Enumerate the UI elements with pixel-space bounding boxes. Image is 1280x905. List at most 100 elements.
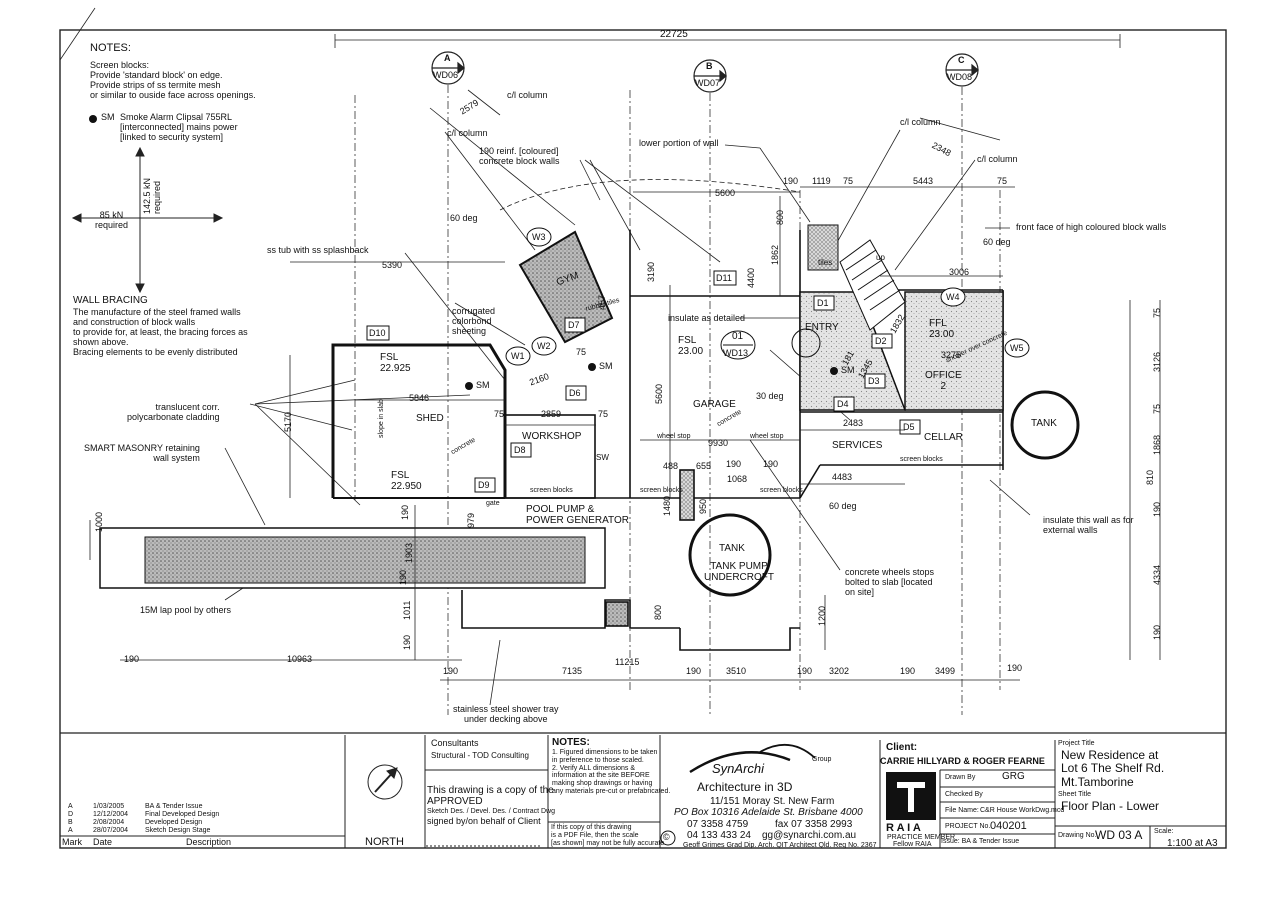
client-label: Client: <box>886 742 918 753</box>
raia-small: PRACTICE MEMBER <box>887 834 956 841</box>
label-wheel-stop-2: wheel stop <box>750 433 784 440</box>
label-translucent: translucent corr. polycarbonate cladding <box>127 402 220 423</box>
label-screen-blocks-2: screen blocks <box>640 487 683 494</box>
overall-dimension <box>334 34 1121 48</box>
firm-tagline: Architecture in 3D <box>697 780 793 794</box>
dim-1119: 1119 <box>812 176 831 186</box>
rev-mark-1: A <box>68 803 73 810</box>
dim-3190: 3190 <box>646 261 656 282</box>
stair <box>807 224 906 331</box>
pdf-scale-note: If this copy of this drawing is a PDF Fi… <box>551 824 665 847</box>
tag-d4: D4 <box>837 399 849 409</box>
title-block-grid <box>60 735 1226 848</box>
section-c-ref: WD08 <box>947 72 973 82</box>
dim-1868: 1868 <box>1152 434 1162 455</box>
sheet-border <box>59 7 1227 849</box>
room-cellar: CELLAR <box>924 432 963 443</box>
client-name: CARRIE HILLYARD & ROGER FEARNE <box>880 756 1045 766</box>
rev-desc-2: Final Developed Design <box>145 811 220 818</box>
rev-header-mark: Mark <box>62 837 82 847</box>
dim-488: 488 <box>663 461 679 471</box>
angle-60-b: 60 deg <box>983 237 1011 247</box>
copyright-circle <box>660 830 676 846</box>
north-arrow-graphic <box>367 764 403 800</box>
dim-1011: 1011 <box>402 600 412 620</box>
sheet-title-label: Sheet Title <box>1058 791 1092 798</box>
dim-190-k: 190 <box>686 666 702 676</box>
signed-by: signed by/on behalf of Client <box>427 816 541 826</box>
dim-190-l: 190 <box>797 666 813 676</box>
label-tank-2: TANK <box>1031 418 1057 429</box>
approved-copy: This drawing is a copy of the APPROVED <box>427 785 554 808</box>
dim-190-m: 190 <box>900 666 916 676</box>
section-c-letter: C <box>958 55 965 65</box>
angle-60-c: 60 deg <box>829 501 857 511</box>
label-screen-blocks-1: screen blocks <box>530 487 573 494</box>
dim-190-a: 190 <box>783 176 799 186</box>
dim-190-b: 190 <box>726 459 742 469</box>
dim-7135: 7135 <box>562 666 583 676</box>
dim-3499: 3499 <box>935 666 956 676</box>
dim-810: 810 <box>1145 469 1155 485</box>
dim-5846: 5846 <box>409 393 430 403</box>
dim-1480: 1480 <box>662 495 672 516</box>
level-ffl: FFL 23.00 <box>929 318 955 341</box>
drawn-by-value: GRG <box>1002 771 1025 782</box>
label-lower-portion: lower portion of wall <box>639 138 719 148</box>
tag-d10: D10 <box>369 328 386 338</box>
firm-mobile: 04 133 433 24 <box>687 830 751 841</box>
dimension-lines <box>89 186 1161 681</box>
project-title: New Residence at Lot 6 The Shelf Rd. Mt.… <box>1061 748 1165 789</box>
angle-30: 30 deg <box>756 391 784 401</box>
tag-w2: W2 <box>537 341 551 351</box>
level-fsl-2: FSL 22.950 <box>391 470 422 493</box>
scale-label: Scale: <box>1154 828 1174 835</box>
project-no-value: 040201 <box>990 820 1027 832</box>
label-smart-masonry: SMART MASONRY retaining wall system <box>84 443 200 464</box>
file-name-value: C&R House WorkDwg.mcd <box>980 807 1065 814</box>
dim-3202: 3202 <box>829 666 850 676</box>
issue-value: Issue: BA & Tender Issue <box>941 838 1020 845</box>
copyright-symbol: © <box>663 832 670 842</box>
north-label: NORTH <box>365 836 404 848</box>
room-entry: ENTRY <box>805 322 839 333</box>
dim-75-a: 75 <box>843 176 854 186</box>
rev-header-date: Date <box>93 837 113 847</box>
dim-800-b: 800 <box>653 604 663 620</box>
dim-3510: 3510 <box>726 666 747 676</box>
project-title-label: Project Title <box>1058 740 1095 747</box>
undercroft-walls <box>461 469 800 651</box>
label-c-column-c2: c/l column <box>977 154 1018 164</box>
checked-by-label: Checked By <box>945 791 983 798</box>
dim-190-i: 190 <box>124 654 140 664</box>
file-name-label: File Name: <box>945 807 979 814</box>
dim-3275: 3275 <box>941 350 962 360</box>
rev-mark-2: D <box>68 811 74 818</box>
dim-1068: 1068 <box>727 474 748 484</box>
dim-5600-v: 5600 <box>654 383 664 404</box>
label-shower-tray: stainless steel shower tray under deckin… <box>453 704 559 725</box>
dim-9930: 9930 <box>708 438 729 448</box>
smoke-alarm-2: SM <box>599 361 613 371</box>
dim-4483: 4483 <box>832 472 853 482</box>
bracing-force-arrows <box>71 146 224 294</box>
label-reinf-walls: 190 reinf. [coloured] concrete block wal… <box>479 146 560 167</box>
rev-date-2: 12/12/2004 <box>93 811 129 818</box>
rev-date-1: 1/03/2005 <box>93 803 125 810</box>
dim-5443: 5443 <box>913 176 934 186</box>
leader-lines <box>224 144 1031 706</box>
dim-4400: 4400 <box>746 267 756 288</box>
drawing-no-label: Drawing No. <box>1058 832 1097 839</box>
drawing-no-value: WD 03 A <box>1095 828 1143 842</box>
construction-lines <box>249 89 1001 506</box>
label-front-face: front face of high coloured block walls <box>1016 222 1167 232</box>
title-notes-heading: NOTES: <box>552 737 590 748</box>
dim-1200: 1200 <box>817 605 827 626</box>
label-c-column-c1: c/l column <box>900 117 941 127</box>
label-sw: SW <box>596 453 609 462</box>
tag-d7: D7 <box>568 320 580 330</box>
firm-fax: fax 07 3358 2993 <box>775 819 853 830</box>
label-corrugated: corrugated colorbond sheeting <box>452 306 496 337</box>
